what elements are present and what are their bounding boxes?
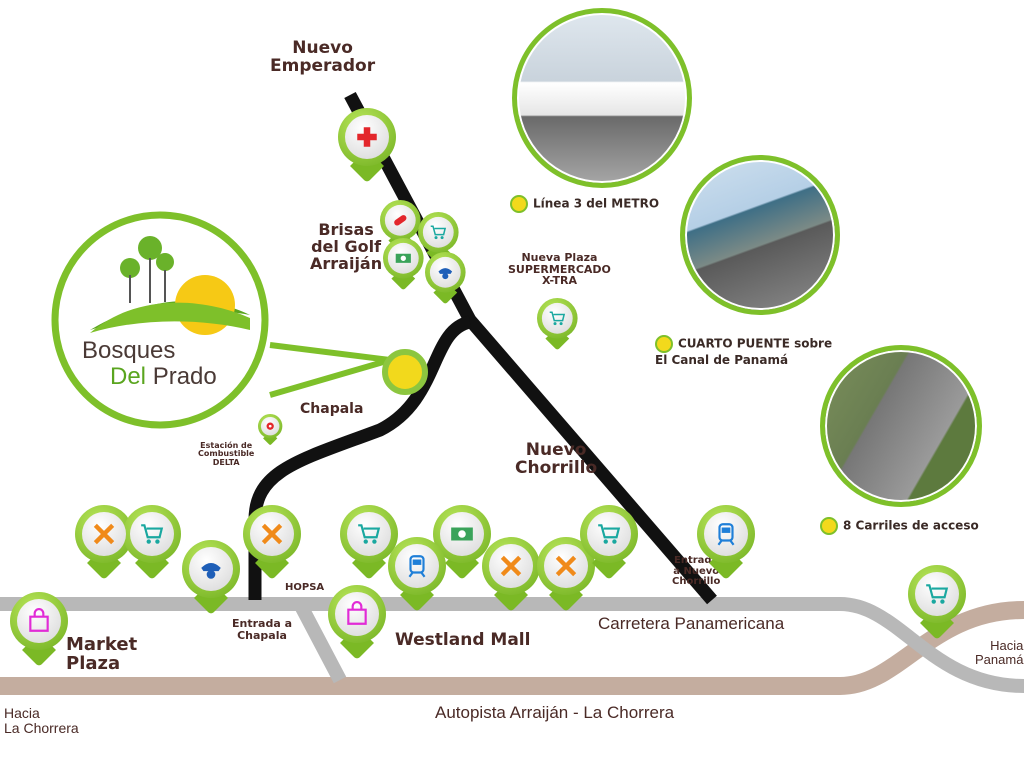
label-chapala: Chapala xyxy=(300,401,364,417)
cart-icon xyxy=(587,512,631,556)
chapala-road xyxy=(248,315,472,600)
logo-graphic xyxy=(90,236,250,335)
cart-icon xyxy=(541,302,573,334)
cart-pin[interactable] xyxy=(908,565,966,643)
fuel-icon xyxy=(260,416,280,436)
police-icon xyxy=(189,547,233,591)
label-hopsa: HOPSA xyxy=(285,582,325,593)
feature-label: 8 Carriles de acceso xyxy=(843,518,979,533)
feature-lanes: 8 Carriles de acceso xyxy=(820,517,979,535)
panamericana-road xyxy=(0,597,1024,693)
hospital-pin[interactable] xyxy=(338,108,396,186)
label-market-plaza: Market Plaza xyxy=(66,634,138,674)
money-icon xyxy=(440,512,484,556)
logo-word-prado: Prado xyxy=(152,363,217,390)
label-carretera-panamericana: Carretera Panamericana xyxy=(598,614,785,633)
metro-pin[interactable] xyxy=(388,537,446,615)
label-hacia-la-chorrera: Hacia La Chorrera xyxy=(4,705,79,737)
money-icon xyxy=(387,242,419,274)
metro-icon xyxy=(395,544,439,588)
autopista-road xyxy=(0,601,1024,695)
tools-pin[interactable] xyxy=(243,505,301,583)
label-nuevo-emperador: Nuevo Emperador xyxy=(270,38,376,76)
hospital-icon xyxy=(345,115,389,159)
feature-label: Línea 3 del METRO xyxy=(533,196,660,211)
police-icon xyxy=(429,256,461,288)
tools-pin[interactable] xyxy=(537,537,595,615)
label-entrada-nuevo-chorrillo: Entrada a Nuevo Chorrillo xyxy=(672,555,721,587)
label-nuevo-chorrillo: Nuevo Chorrillo xyxy=(515,440,598,478)
logo-word-del: Del xyxy=(110,363,147,390)
tools-pin[interactable] xyxy=(75,505,133,583)
logo-text: Bosques xyxy=(82,337,176,364)
pill-pin[interactable] xyxy=(380,200,421,255)
money-pin[interactable] xyxy=(383,238,424,293)
metro-pin[interactable] xyxy=(697,505,755,583)
pill-icon xyxy=(384,204,416,236)
main-black-road xyxy=(344,91,717,605)
label-estacion-delta: Estación de Combustible DELTA xyxy=(198,441,255,467)
tools-icon xyxy=(82,512,126,556)
project-location-marker xyxy=(382,349,428,395)
cart-pin[interactable] xyxy=(123,505,181,583)
feature-dot xyxy=(510,195,528,213)
cart-icon xyxy=(915,572,959,616)
logo-connector xyxy=(269,342,391,398)
bag-icon xyxy=(17,599,61,643)
label-entrada-chapala: Entrada a Chapala xyxy=(232,617,293,642)
feature-bridge: CUARTO PUENTE sobre El Canal de Panamá xyxy=(655,335,832,367)
tools-icon xyxy=(544,544,588,588)
feature-label: CUARTO PUENTE sobre El Canal de Panamá xyxy=(655,336,833,368)
cart-icon xyxy=(130,512,174,556)
police-pin[interactable] xyxy=(182,540,240,618)
cart-pin[interactable] xyxy=(580,505,638,583)
metro-icon xyxy=(704,512,748,556)
bag-pin[interactable] xyxy=(10,592,68,670)
label-autopista: Autopista Arraiján - La Chorrera xyxy=(435,703,675,722)
cart-icon xyxy=(347,512,391,556)
feature-metro: Línea 3 del METRO xyxy=(510,195,659,213)
logo-word-bosques: Bosques xyxy=(82,337,176,364)
cart-pin[interactable] xyxy=(418,212,459,267)
label-westland-mall: Westland Mall xyxy=(395,630,531,650)
police-pin[interactable] xyxy=(425,252,466,307)
cart-icon xyxy=(422,216,454,248)
label-nueva-plaza: Nueva Plaza SUPERMERCADO X-TRA xyxy=(508,251,611,288)
feature-dot xyxy=(655,335,673,353)
logo-text-2: Del Prado xyxy=(110,363,217,390)
highway-photo xyxy=(820,345,982,507)
metro-photo xyxy=(512,8,692,188)
tools-pin[interactable] xyxy=(482,537,540,615)
feature-dot xyxy=(820,517,838,535)
bag-pin[interactable] xyxy=(328,585,386,663)
tools-icon xyxy=(250,512,294,556)
fuel-pin[interactable] xyxy=(258,414,283,447)
label-hacia-panama: Hacia Panamá xyxy=(975,638,1024,668)
bridge-photo xyxy=(680,155,840,315)
label-brisas-del-golf: Brisas del Golf Arraiján xyxy=(310,220,383,273)
bag-icon xyxy=(335,592,379,636)
tools-icon xyxy=(489,544,533,588)
cart-pin[interactable] xyxy=(537,298,578,353)
cart-pin[interactable] xyxy=(340,505,398,583)
